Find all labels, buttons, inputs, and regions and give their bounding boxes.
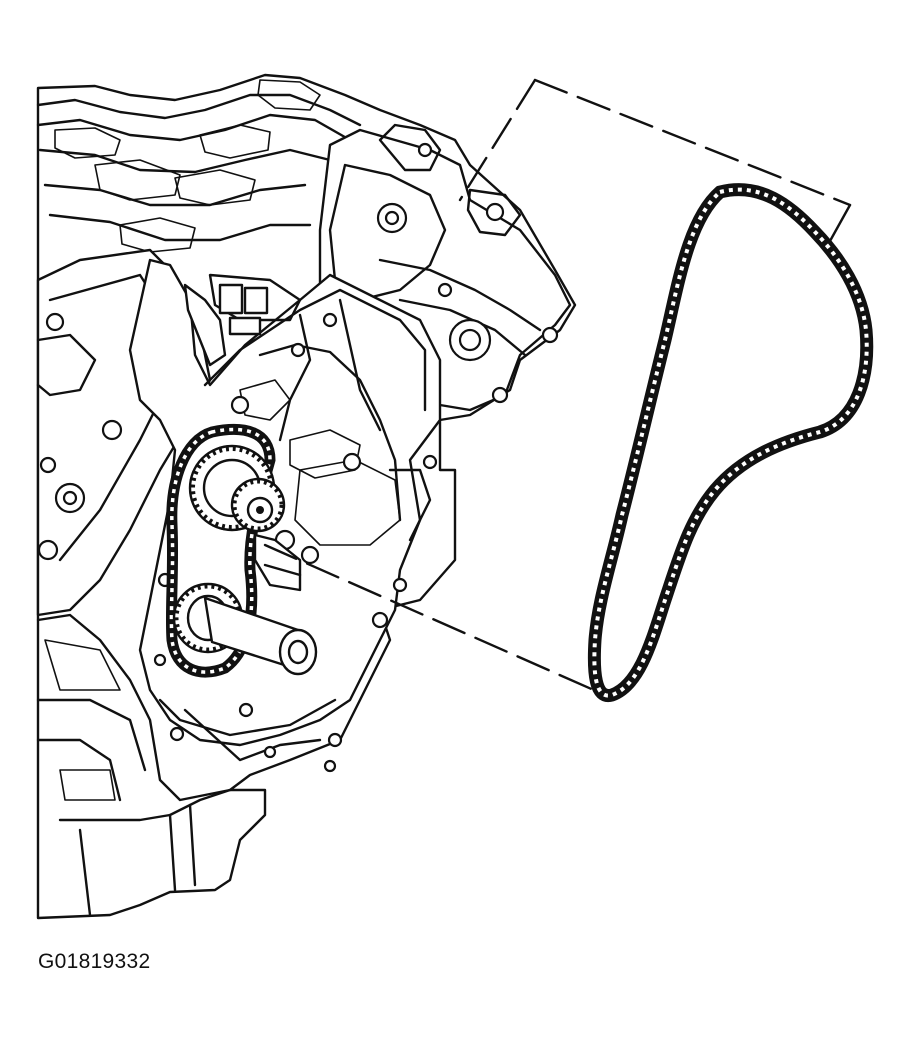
timing-chain: [587, 183, 874, 702]
installed-timing-chain: [165, 424, 318, 678]
engine-block: [36, 73, 577, 920]
figure-id-label: G01819332: [38, 950, 151, 973]
